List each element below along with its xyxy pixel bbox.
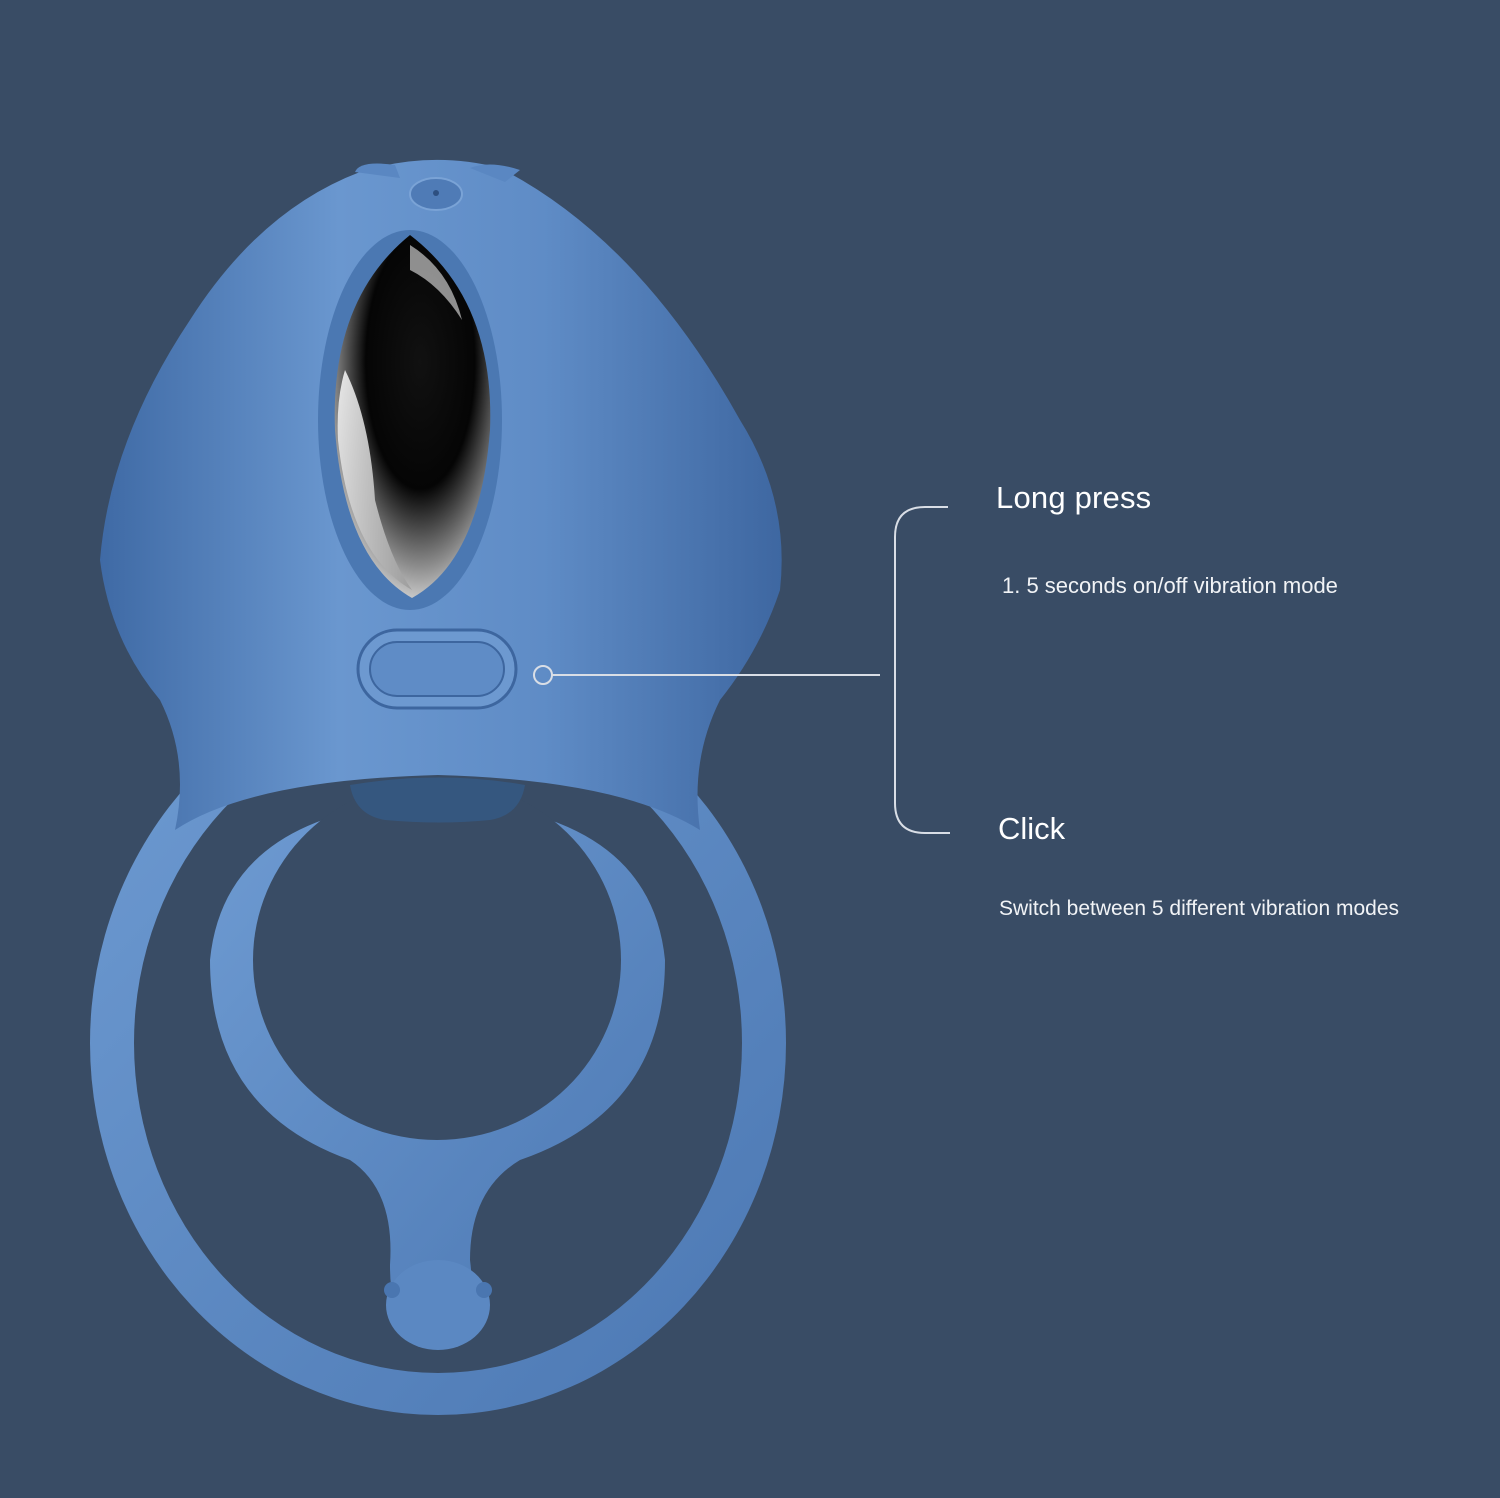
power-button-icon[interactable] — [356, 628, 518, 710]
click-description: Switch between 5 different vibration mod… — [999, 897, 1400, 920]
callout-bracket — [894, 506, 950, 834]
inner-ring — [210, 780, 665, 1350]
long-press-title: Long press — [996, 480, 1152, 515]
long-press-description: 1. 5 seconds on/off vibration mode — [1002, 573, 1338, 598]
charging-port-icon — [409, 177, 463, 211]
vibrator-insert — [318, 230, 502, 610]
click-title: Click — [998, 811, 1066, 846]
